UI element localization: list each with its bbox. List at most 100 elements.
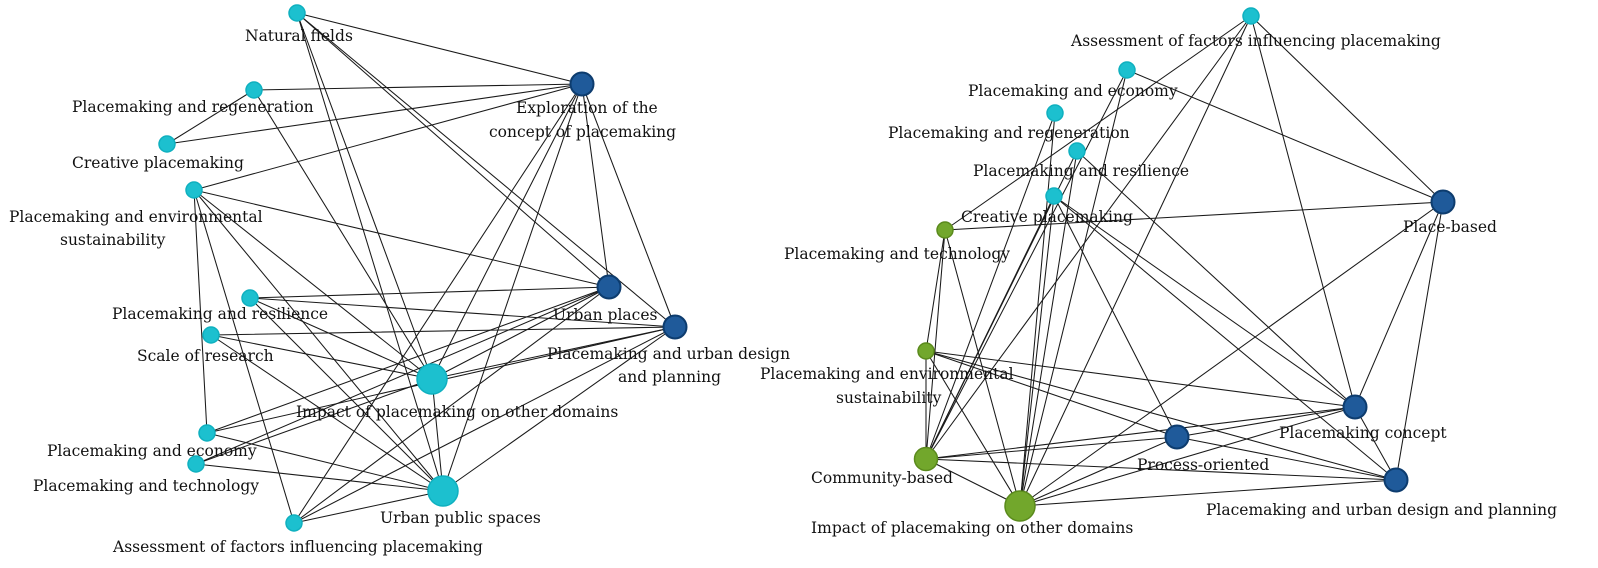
- node-tech: [187, 455, 205, 473]
- edge-creative-explore: [166, 83, 583, 145]
- node-tech2: [936, 221, 954, 239]
- edge-community-udp2: [925, 458, 1397, 481]
- edges-left: [166, 12, 676, 524]
- node-concept: [1342, 394, 1368, 420]
- edge-creative2-process: [1053, 195, 1178, 438]
- node-label-creative2: Creative placemaking: [961, 208, 1133, 226]
- node-ups: [427, 475, 459, 507]
- edge-process-udp2: [1176, 436, 1397, 481]
- node-label-env2-line2: sustainability: [836, 389, 942, 407]
- edge-env2-udp2: [925, 350, 1397, 481]
- node-econ: [198, 424, 216, 442]
- edge-env2-concept: [925, 350, 1356, 408]
- edge-assess2-impact2: [1019, 15, 1252, 507]
- edge-natural-impact: [296, 12, 433, 380]
- node-label-impact: Impact of placemaking on other domains: [296, 403, 618, 421]
- edge-creative2-impact2: [1019, 195, 1055, 507]
- edge-env-explore: [193, 83, 583, 191]
- edge-assess-urban: [293, 286, 610, 524]
- edge-econ2-community: [925, 69, 1128, 460]
- node-label-regen: Placemaking and regeneration: [72, 98, 314, 116]
- edge-explore-udp: [581, 83, 676, 328]
- node-label-concept: Placemaking concept: [1279, 424, 1447, 442]
- edge-env-ups: [193, 189, 444, 492]
- labels-right: Assessment of factors influencing placem…: [760, 32, 1557, 537]
- node-label-impact2: Impact of placemaking on other domains: [811, 519, 1133, 537]
- node-scale: [202, 326, 220, 344]
- node-label-natural: Natural fields: [245, 27, 353, 45]
- edge-resil2-impact2: [1019, 150, 1078, 507]
- edge-tech2-env2: [925, 229, 946, 352]
- edge-assess2-tech2: [944, 15, 1252, 231]
- node-impact2: [1004, 490, 1036, 522]
- edge-explore-urban: [581, 83, 610, 288]
- node-label-tech2: Placemaking and technology: [784, 245, 1010, 263]
- node-label-resil: Placemaking and resilience: [112, 305, 328, 323]
- edge-env-econ: [193, 189, 208, 434]
- edge-regen-explore: [253, 83, 583, 91]
- node-urban: [596, 274, 622, 300]
- node-label-explore-line2: concept of placemaking: [489, 123, 676, 141]
- edge-scale-impact: [210, 334, 433, 380]
- node-place: [1430, 189, 1456, 215]
- edge-urban-impact: [431, 286, 610, 380]
- edge-econ-urban: [206, 286, 610, 434]
- edge-env2-process: [925, 350, 1178, 438]
- edge-tech-ups: [195, 463, 444, 492]
- edge-scale-ups: [210, 334, 444, 492]
- node-label-econ2: Placemaking and economy: [968, 82, 1178, 100]
- node-assess: [285, 514, 303, 532]
- edge-natural-explore: [296, 12, 583, 85]
- node-label-env2-line1: Placemaking and environmental: [760, 365, 1014, 383]
- edge-resil-ups: [249, 297, 444, 492]
- edge-place-concept: [1354, 201, 1444, 408]
- edge-env-urban: [193, 189, 610, 288]
- edge-tech2-place: [944, 201, 1444, 231]
- edge-resil-urban: [249, 286, 610, 299]
- edge-regen-creative: [166, 89, 255, 145]
- node-explore: [569, 71, 595, 97]
- node-creative2: [1045, 187, 1063, 205]
- node-resil2: [1068, 142, 1086, 160]
- node-regen2: [1046, 104, 1064, 122]
- node-label-env-line1: Placemaking and environmental: [9, 208, 263, 226]
- node-udp: [662, 314, 688, 340]
- edge-assess-ups: [293, 490, 444, 524]
- edge-natural-urban: [296, 12, 610, 288]
- edge-impact-ups: [431, 378, 444, 492]
- node-env: [185, 181, 203, 199]
- edge-tech-impact: [195, 378, 433, 465]
- node-label-regen2: Placemaking and regeneration: [888, 124, 1130, 142]
- edge-resil2-concept: [1076, 150, 1356, 408]
- edge-udp-impact: [431, 326, 676, 380]
- edge-creative2-concept: [1053, 195, 1356, 408]
- edge-env-impact: [193, 189, 433, 380]
- edge-creative2-udp2: [1053, 195, 1397, 481]
- node-label-scale: Scale of research: [137, 347, 274, 365]
- nodes-right: [913, 7, 1456, 522]
- nodes-left: [158, 4, 688, 532]
- node-env2: [917, 342, 935, 360]
- node-regen: [245, 81, 263, 99]
- edge-env-assess: [193, 189, 295, 524]
- node-label-explore-line1: Exploration of the: [516, 99, 658, 117]
- node-label-place: Place-based: [1403, 218, 1497, 236]
- node-label-tech: Placemaking and technology: [33, 477, 259, 495]
- edge-resil-impact: [249, 297, 433, 380]
- node-label-community: Community-based: [811, 469, 953, 487]
- node-label-resil2: Placemaking and resilience: [973, 162, 1189, 180]
- edge-tech2-community: [925, 229, 946, 460]
- edge-impact2-process: [1019, 436, 1178, 507]
- node-label-ups: Urban public spaces: [380, 509, 541, 527]
- edge-explore-ups: [442, 83, 583, 492]
- edge-natural-udp: [296, 12, 676, 328]
- edge-place-udp2: [1395, 201, 1444, 481]
- edge-creative2-community: [925, 195, 1055, 460]
- node-natural: [288, 4, 306, 22]
- edge-econ2-place: [1126, 69, 1444, 203]
- edge-assess-explore: [293, 83, 583, 524]
- node-community: [913, 446, 939, 472]
- node-label-creative: Creative placemaking: [72, 154, 244, 172]
